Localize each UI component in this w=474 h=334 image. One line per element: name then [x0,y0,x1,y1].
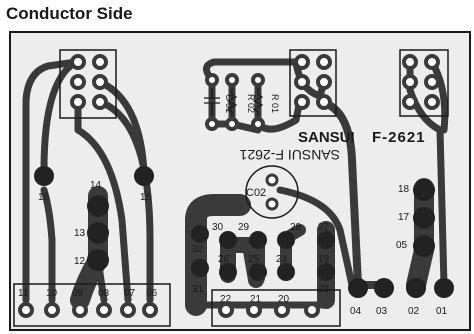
brand-label: SANSUI [298,129,355,146]
pad-14-label: 14 [90,180,102,191]
pad-30-label: 30 [212,222,224,233]
pad-22-label: 22 [220,294,232,305]
connector-bottom-left [13,283,171,327]
pad-20-label: 20 [278,294,290,305]
pad-05-label: 05 [396,240,408,251]
connector-holes [70,54,440,131]
connector-top-right [399,49,449,117]
pad-19-label: 19 [318,254,330,265]
component-symbols [204,88,264,116]
pad-10-label: 10 [46,288,58,299]
pad-26-label: 26 [218,254,230,265]
pad-25-label: 25 [248,254,260,265]
mirror-label: SANSUI F-2621 [239,147,340,163]
pad-28-label: 28 [290,222,302,233]
r02-symbol [226,88,238,116]
pad-02-label: 02 [408,306,420,317]
c02-label: C02 [246,187,266,199]
connector-top-left [59,49,117,119]
pad-06-label: 06 [146,288,158,299]
c01-label: C 01 [224,94,234,113]
pad-08-label: 08 [98,288,110,299]
pad-24-label: 24 [276,254,288,265]
pad-17-label: 17 [398,212,410,223]
pad-11-label: 11 [18,288,29,299]
connector-outlines [13,49,449,327]
pad-01-label: 01 [436,306,448,317]
c02-outline [245,165,299,219]
c01-symbol [204,88,220,116]
pad-18-label: 18 [398,184,410,195]
pad-13-label: 13 [74,228,86,239]
pad-21-label: 21 [250,294,262,305]
pad-29-label: 29 [238,222,250,233]
pad-32-label: 32 [192,244,204,255]
solder-pads [34,166,454,298]
pad-04-label: 04 [350,306,362,317]
pad-07-label: 07 [124,288,136,299]
pad-15-label: 15 [140,192,152,203]
bottom-pins [18,302,320,318]
pad-27-label: 27 [318,222,330,233]
model-label: F-2621 [372,129,426,146]
connector-top-center [289,49,337,117]
pad-09-label: 09 [72,288,84,299]
r01-label: R 01 [270,94,280,113]
pad-16-label: 16 [38,192,50,203]
pad-12-label: 12 [74,256,86,267]
r01-symbol [252,88,264,116]
pad-31-label: 31 [192,284,204,295]
pad-03-label: 03 [376,306,388,317]
page-title: Conductor Side [6,4,133,23]
pad-23-label: 23 [318,284,330,295]
connector-bottom-center [211,289,341,327]
r02-label: R 02 [246,94,256,113]
